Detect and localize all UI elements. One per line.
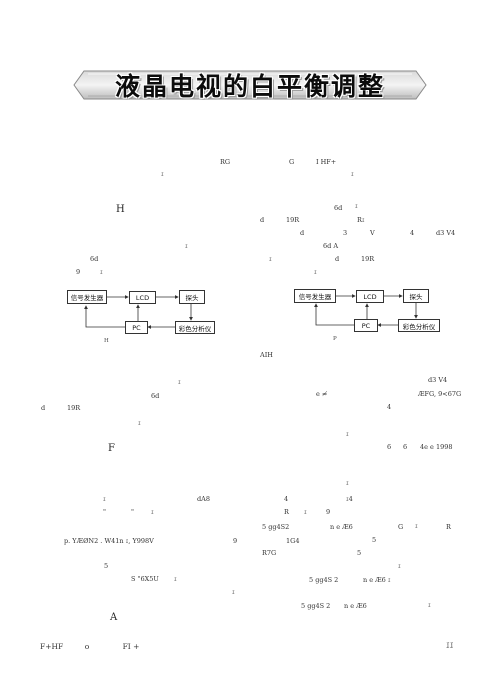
- text-fragment: d: [41, 404, 46, 412]
- text-fragment: d: [260, 216, 265, 224]
- text-fragment: d: [300, 229, 305, 237]
- signal-generator-box: 信号发生器: [294, 289, 336, 303]
- text-fragment: p. YÆØN2 . W41n ፤, Y998V: [64, 537, 154, 545]
- text-fragment: 5 gg4S 2: [301, 602, 331, 610]
- text-fragment: e ≉: [316, 390, 328, 398]
- page-footer: F+HF o FI +: [40, 642, 140, 651]
- text-fragment: d3 V4: [436, 229, 456, 237]
- text-fragment: dA8: [197, 495, 210, 503]
- pc-box: PC: [125, 321, 148, 334]
- text-fragment: ፤: [304, 508, 307, 516]
- text-fragment: d: [335, 255, 340, 263]
- text-fragment: 6d A: [323, 242, 339, 250]
- text-fragment: ÆFG, 9<67G: [418, 390, 462, 398]
- text-fragment: 5: [372, 536, 377, 544]
- text-fragment: 19R: [361, 255, 375, 263]
- text-fragment: d3 V4: [428, 376, 448, 384]
- text-fragment: ": [103, 508, 106, 516]
- text-fragment: S "6X5U: [131, 575, 159, 583]
- text-fragment: ፤: [138, 419, 141, 427]
- text-fragment: 9: [76, 268, 81, 276]
- text-fragment: 1G4: [286, 537, 300, 545]
- text-fragment: R: [446, 523, 451, 531]
- pc-box: PC: [354, 319, 378, 332]
- color-analyzer-box: 彩色分析仪: [398, 319, 440, 332]
- text-fragment: n e Æ6: [344, 602, 367, 610]
- system-diagram-right: 信号发生器 LCD 探头 PC 彩色分析仪: [292, 285, 472, 345]
- text-fragment: ፤: [346, 430, 349, 438]
- text-fragment: ፤: [232, 588, 235, 596]
- text-fragment: G: [289, 158, 295, 166]
- text-fragment: 9: [326, 508, 331, 516]
- probe-box: 探头: [179, 290, 205, 304]
- diagram-caption-right: P: [333, 336, 337, 342]
- text-fragment: ፤: [185, 242, 188, 250]
- text-fragment: 19R: [67, 404, 81, 412]
- text-fragment: 9: [233, 537, 238, 545]
- text-fragment: H: [116, 204, 125, 215]
- lcd-box: LCD: [129, 291, 156, 304]
- text-fragment: 6: [403, 443, 408, 451]
- title-banner-background: [73, 70, 427, 100]
- text-fragment: R7G: [262, 549, 277, 557]
- text-fragment: ፤: [174, 575, 177, 583]
- text-fragment: ፤: [428, 601, 431, 609]
- text-fragment: 4: [387, 403, 392, 411]
- text-fragment: 6: [387, 443, 392, 451]
- text-fragment: 5: [104, 562, 109, 570]
- diagram-caption-left: H: [104, 338, 109, 344]
- title-banner: 液晶电视的白平衡调整: [70, 68, 430, 102]
- text-fragment: ፤: [161, 170, 164, 178]
- text-fragment: ፤: [103, 495, 106, 503]
- text-fragment: ፤: [415, 522, 418, 530]
- text-fragment: 5 gg4S2: [262, 523, 290, 531]
- text-fragment: 5 gg4S 2: [309, 576, 339, 584]
- text-fragment: 3: [343, 229, 348, 237]
- text-fragment: 4: [410, 229, 415, 237]
- text-fragment: A: [110, 612, 118, 623]
- text-fragment: ፤: [151, 508, 154, 516]
- text-fragment: 6d: [90, 255, 99, 263]
- text-fragment: ፤: [100, 268, 103, 276]
- text-fragment: 6d: [334, 204, 343, 212]
- text-fragment: ፤: [314, 268, 317, 276]
- text-fragment: RG: [220, 158, 231, 166]
- text-fragment: ፤4: [346, 495, 353, 503]
- text-fragment: G: [398, 523, 404, 531]
- text-fragment: n e Æ6 ፤: [363, 576, 391, 584]
- text-fragment: ፤: [346, 479, 349, 487]
- text-fragment: I HF+: [316, 158, 337, 166]
- text-fragment: V: [370, 229, 375, 237]
- diagram-connectors: [84, 295, 193, 329]
- text-fragment: ፤: [269, 255, 272, 263]
- text-fragment: 5: [357, 549, 362, 557]
- page-number: ፤፤: [446, 641, 454, 651]
- text-fragment: n e Æ6: [330, 523, 353, 531]
- system-diagram-left: 信号发生器 LCD 探头 PC 彩色分析仪: [65, 285, 245, 345]
- text-fragment: 6d: [151, 392, 160, 400]
- text-fragment: ፤: [398, 562, 401, 570]
- text-fragment: 4: [284, 495, 289, 503]
- lcd-box: LCD: [356, 290, 384, 303]
- text-fragment: ": [131, 508, 134, 516]
- page-title: 液晶电视的白平衡调整: [114, 72, 385, 101]
- text-fragment: ፤: [178, 378, 181, 386]
- text-fragment: 4e e 1998: [420, 443, 453, 451]
- text-fragment: R፤: [357, 216, 365, 224]
- text-fragment: 19R: [286, 216, 300, 224]
- text-fragment: ፤: [351, 170, 354, 178]
- diagram-connectors: [314, 294, 418, 327]
- probe-box: 探头: [403, 289, 429, 303]
- text-fragment: F: [108, 443, 115, 454]
- text-fragment: AIH: [260, 351, 273, 359]
- text-fragment: R: [284, 508, 289, 516]
- signal-generator-box: 信号发生器: [67, 290, 107, 304]
- color-analyzer-box: 彩色分析仪: [175, 321, 215, 334]
- text-fragment: ፤: [355, 202, 358, 210]
